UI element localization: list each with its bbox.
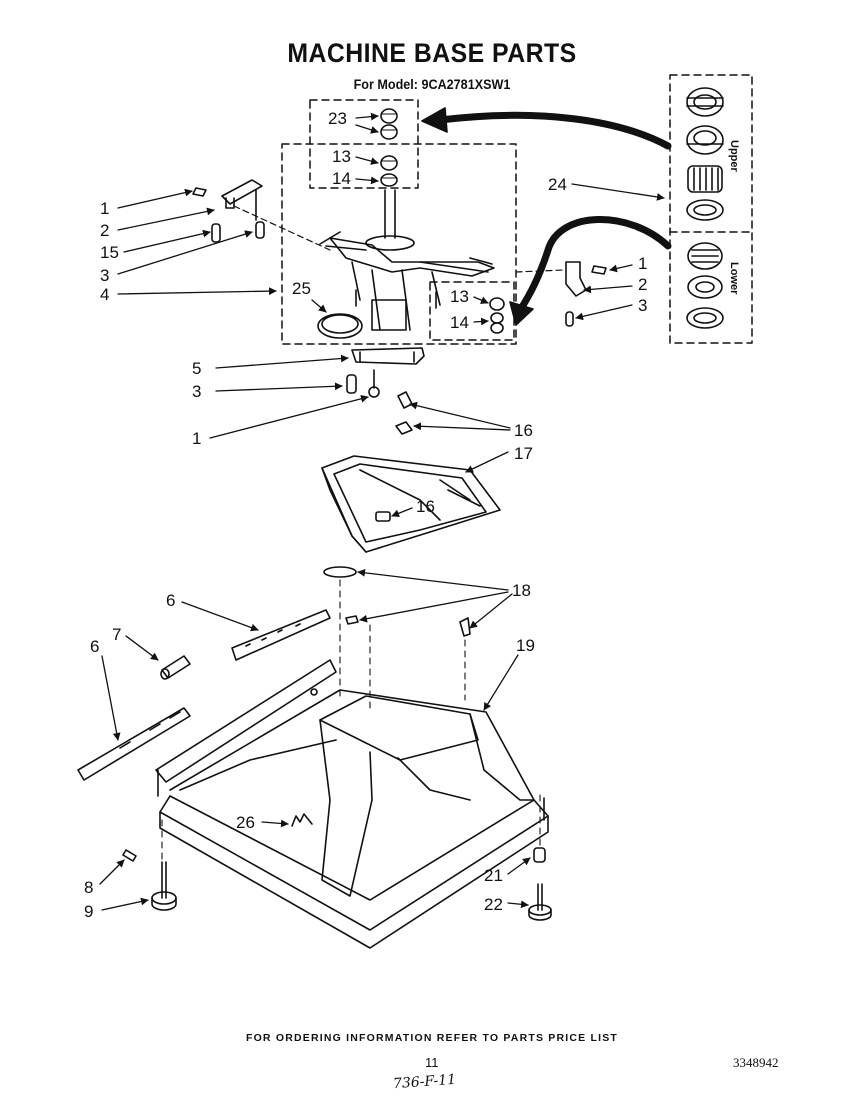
callout-1a: 1 — [100, 199, 109, 218]
box-bearing-kit — [669, 74, 753, 344]
bar-part-6-lower — [77, 707, 191, 781]
pads-part-16 — [375, 391, 413, 522]
curved-arrow-lower — [516, 216, 672, 314]
callout-4: 4 — [100, 285, 109, 304]
seal-part-25 — [317, 313, 363, 339]
bearing-upper-washer — [686, 199, 724, 221]
callout-1b: 1 — [638, 254, 647, 273]
lower-bracket-part-5 — [346, 347, 425, 398]
callout-16a: 16 — [514, 421, 533, 440]
leader-lines — [99, 112, 665, 911]
callout-23: 23 — [328, 109, 347, 128]
callout-17: 17 — [514, 444, 533, 463]
gearcase-mounting-spider — [319, 189, 495, 331]
page-number: 11 — [425, 1055, 439, 1070]
callout-25: 25 — [292, 279, 311, 298]
page-title: MACHINE BASE PARTS — [287, 38, 577, 68]
model-subtitle: For Model: 9CA2781XSW1 — [353, 76, 511, 92]
callout-26: 26 — [236, 813, 255, 832]
callout-3c: 3 — [192, 382, 201, 401]
leveling-foot-right — [528, 847, 552, 921]
curved-arrow-upper — [436, 111, 672, 150]
bearing-upper-1 — [686, 87, 724, 117]
frame-part-17 — [321, 455, 501, 553]
dashed-leader-right-bracket — [515, 269, 565, 273]
callout-labels: 1 2 15 3 4 23 13 14 24 25 1 2 3 13 14 5 … — [84, 109, 647, 921]
curved-arrow-upper-head — [421, 107, 448, 133]
box-gearcase-assembly — [281, 143, 517, 345]
callout-14b: 14 — [450, 313, 469, 332]
bearing-kit-parts — [686, 87, 724, 329]
callout-6a: 6 — [166, 591, 175, 610]
curved-arrow-lower-head — [509, 301, 534, 326]
callout-8: 8 — [84, 878, 93, 897]
callout-16b: 16 — [416, 497, 435, 516]
bearing-upper-needle — [687, 165, 723, 193]
bearing-lower-washer — [686, 307, 724, 329]
callout-7: 7 — [112, 625, 121, 644]
callout-13b: 13 — [450, 287, 469, 306]
callout-18: 18 — [512, 581, 531, 600]
callout-15: 15 — [100, 243, 119, 262]
clip-part-26 — [291, 813, 313, 827]
right-bracket-hardware — [565, 261, 607, 327]
bar-part-6-upper — [231, 609, 331, 661]
cap-stack-lower — [489, 297, 505, 334]
callout-22: 22 — [484, 895, 503, 914]
left-bracket-hardware — [192, 179, 265, 243]
machine-base-part-19 — [155, 659, 549, 949]
callout-2b: 2 — [638, 275, 647, 294]
document-number: 3348942 — [733, 1055, 779, 1070]
callout-3a: 3 — [100, 266, 109, 285]
bearing-lower-label: Lower — [728, 262, 740, 295]
dashed-leader-left-bracket — [233, 205, 331, 251]
dashed-centerlines — [161, 579, 541, 863]
callout-14a: 14 — [332, 169, 351, 188]
bearing-lower-needle — [687, 242, 723, 270]
clips-part-18 — [323, 566, 471, 637]
callout-9: 9 — [84, 902, 93, 921]
callout-5: 5 — [192, 359, 201, 378]
callout-2a: 2 — [100, 221, 109, 240]
bearing-upper-label: Upper — [728, 140, 740, 173]
callout-21: 21 — [484, 866, 503, 885]
callout-3b: 3 — [638, 296, 647, 315]
leveling-foot-left — [122, 849, 177, 911]
callout-24: 24 — [548, 175, 567, 194]
cap-stack-upper — [380, 108, 398, 187]
callout-6b: 6 — [90, 637, 99, 656]
callout-13a: 13 — [332, 147, 351, 166]
bearing-lower-2 — [687, 275, 723, 299]
callout-19: 19 — [516, 636, 535, 655]
ordering-note: FOR ORDERING INFORMATION REFER TO PARTS … — [245, 1032, 619, 1044]
callout-1c: 1 — [192, 429, 201, 448]
pin-part-7 — [160, 655, 191, 680]
bearing-upper-2 — [686, 125, 724, 155]
